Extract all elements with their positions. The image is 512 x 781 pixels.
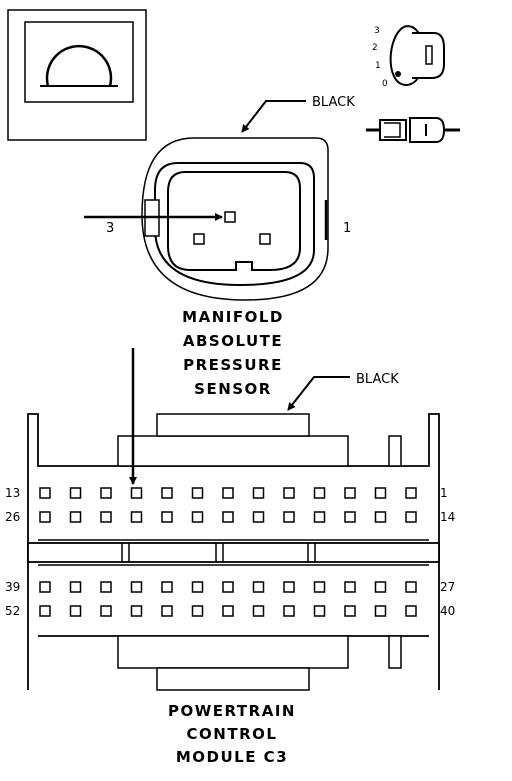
pcm-cavity bbox=[222, 605, 234, 617]
map-wire-color-callout: BLACK bbox=[241, 95, 355, 133]
pcm-pin-39-label: 39 bbox=[5, 580, 20, 594]
pcm-cavity bbox=[130, 581, 143, 593]
pcm-cavity bbox=[252, 581, 265, 593]
pcm-pin-13-label: 13 bbox=[5, 486, 20, 500]
pcm-cavity bbox=[130, 487, 143, 499]
pcm-cavity bbox=[283, 487, 295, 499]
pcm-cavity bbox=[222, 511, 234, 523]
pcm-cavity bbox=[405, 511, 417, 523]
pcm-cavity bbox=[69, 487, 82, 499]
pcm-cavity bbox=[374, 605, 387, 617]
pcm-cavity bbox=[283, 581, 295, 593]
map-pin-right-label: 1 bbox=[343, 221, 351, 236]
connector-view-legend bbox=[7, 9, 147, 141]
pcm-cavity bbox=[374, 511, 387, 523]
map-sensor-connector bbox=[84, 137, 329, 301]
pcm-cavity bbox=[405, 605, 417, 617]
key-position-1: 1 bbox=[375, 61, 381, 71]
omega-symbol-icon bbox=[40, 44, 118, 87]
pcm-cavity bbox=[344, 605, 356, 617]
pcm-cavity bbox=[374, 487, 387, 499]
pcm-cavity bbox=[405, 487, 417, 499]
pcm-cavity bbox=[100, 581, 112, 593]
svg-text:ABSOLUTE: ABSOLUTE bbox=[183, 332, 283, 350]
pcm-pin-40-label: 40 bbox=[440, 604, 455, 618]
pcm-cavity bbox=[283, 511, 295, 523]
pcm-cavity bbox=[130, 511, 143, 523]
pcm-wire-color-label: BLACK bbox=[356, 372, 399, 387]
pcm-cavity bbox=[283, 605, 295, 617]
pcm-cavity bbox=[344, 581, 356, 593]
pcm-cavity bbox=[344, 511, 356, 523]
pcm-cavity bbox=[191, 581, 204, 593]
key-position-3: 3 bbox=[374, 26, 380, 36]
svg-text:SENSOR: SENSOR bbox=[194, 380, 272, 398]
pcm-cavity bbox=[161, 511, 173, 523]
pcm-cavity bbox=[100, 487, 112, 499]
svg-text:MODULE C3: MODULE C3 bbox=[176, 748, 288, 766]
pcm-cavity bbox=[69, 581, 82, 593]
map-wire-color-label: BLACK bbox=[312, 95, 355, 110]
pcm-cavity bbox=[191, 487, 204, 499]
svg-text:POWERTRAIN: POWERTRAIN bbox=[168, 702, 296, 720]
pcm-cavity bbox=[69, 511, 82, 523]
pcm-cavity bbox=[39, 581, 51, 593]
connector-lock-icon bbox=[366, 117, 460, 143]
pcm-cavity bbox=[130, 605, 143, 617]
pcm-cavity bbox=[313, 581, 326, 593]
pcm-wire-color-callout: BLACK bbox=[287, 372, 399, 411]
key-position-0: 0 bbox=[382, 79, 388, 89]
pcm-pin-1-label: 1 bbox=[440, 486, 448, 500]
pcm-cavity bbox=[344, 487, 356, 499]
pcm-cavity bbox=[161, 605, 173, 617]
pcm-cavity bbox=[252, 487, 265, 499]
ignition-key-icon: 3 2 1 0 bbox=[372, 25, 445, 89]
pcm-cavity bbox=[222, 581, 234, 593]
pcm-pin-27-label: 27 bbox=[440, 580, 455, 594]
pcm-pin-26-label: 26 bbox=[5, 510, 20, 524]
pcm-cavity bbox=[191, 511, 204, 523]
pcm-cavity bbox=[222, 487, 234, 499]
pcm-cavity bbox=[161, 487, 173, 499]
pcm-cavity-grid bbox=[39, 487, 417, 617]
pcm-cavity bbox=[39, 487, 51, 499]
map-cavity-3 bbox=[224, 211, 236, 223]
pcm-cavity bbox=[161, 581, 173, 593]
svg-text:PRESSURE: PRESSURE bbox=[183, 356, 283, 374]
pcm-cavity bbox=[405, 581, 417, 593]
map-pin-left-label: 3 bbox=[106, 221, 114, 236]
pcm-cavity bbox=[313, 511, 326, 523]
pcm-cavity bbox=[313, 487, 326, 499]
pcm-cavity bbox=[313, 605, 326, 617]
pcm-cavity bbox=[69, 605, 82, 617]
pcm-cavity bbox=[39, 605, 51, 617]
pcm-title: POWERTRAIN CONTROL MODULE C3 bbox=[168, 702, 296, 766]
pcm-cavity bbox=[374, 581, 387, 593]
map-cavity-1 bbox=[259, 233, 271, 245]
pcm-pin-14-label: 14 bbox=[440, 510, 455, 524]
svg-text:CONTROL: CONTROL bbox=[187, 725, 278, 743]
pcm-cavity bbox=[252, 511, 265, 523]
pcm-pin-52-label: 52 bbox=[5, 604, 20, 618]
pcm-cavity bbox=[191, 605, 204, 617]
svg-text:MANIFOLD: MANIFOLD bbox=[182, 308, 284, 326]
pcm-connector bbox=[27, 348, 440, 691]
map-sensor-title: MANIFOLD ABSOLUTE PRESSURE SENSOR bbox=[182, 308, 284, 398]
pcm-cavity bbox=[39, 511, 51, 523]
pcm-cavity bbox=[252, 605, 265, 617]
pcm-cavity bbox=[100, 511, 112, 523]
key-position-2: 2 bbox=[372, 43, 378, 53]
pcm-cavity bbox=[100, 605, 112, 617]
map-cavity-2 bbox=[193, 233, 205, 245]
